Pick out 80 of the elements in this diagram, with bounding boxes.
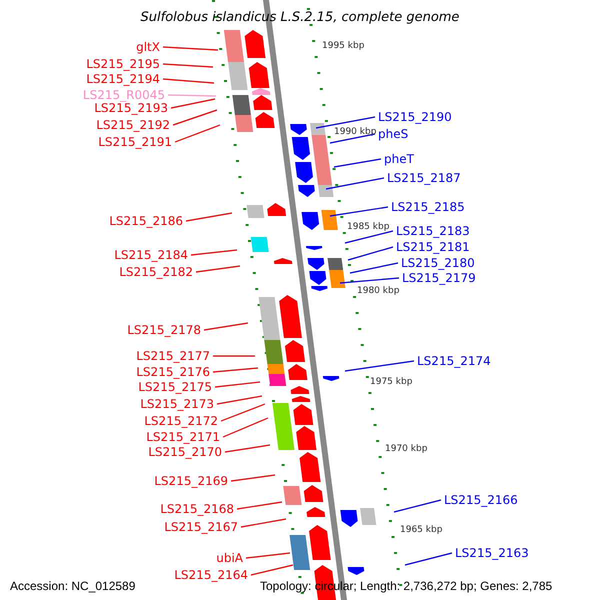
- position-label: 1985 kbp: [347, 222, 390, 232]
- position-label: 1990 kbp: [334, 127, 376, 137]
- gene-label: LS215_2191: [98, 135, 172, 149]
- leader-line: [330, 206, 388, 217]
- leader-line: [172, 109, 218, 126]
- gene-label: LS215_2173: [140, 397, 214, 411]
- title: Sulfolobus islandicus L.S.2.15, complete genome: [140, 11, 460, 25]
- leader-line: [174, 124, 220, 143]
- gene-label: LS215_2177: [136, 349, 210, 363]
- leader-line: [344, 230, 394, 244]
- leader-line: [216, 395, 262, 405]
- gene-label: LS215_2194: [86, 72, 160, 86]
- leader-line: [162, 63, 214, 68]
- leader-line: [236, 501, 282, 510]
- accession-label: Accession: NC_012589: [10, 580, 136, 593]
- gene-label: LS215_2179: [402, 271, 476, 285]
- leader-line: [224, 444, 270, 453]
- leader-line: [212, 367, 258, 373]
- gene-label: LS215_2193: [94, 101, 168, 115]
- leader-line: [334, 158, 382, 168]
- position-label: 1965 kbp: [400, 525, 442, 535]
- leader-line: [344, 360, 414, 372]
- position-label: 1970 kbp: [385, 444, 428, 454]
- gene-label: LS215_2190: [378, 110, 452, 124]
- gene-label: LS215_2195: [86, 57, 160, 71]
- gene-label: gltX: [136, 40, 160, 54]
- leader-line: [186, 212, 232, 222]
- gene-label: pheT: [384, 152, 414, 166]
- leader-line: [246, 552, 290, 559]
- leader-line: [213, 355, 255, 357]
- gene-label: LS215_2185: [391, 200, 465, 214]
- genome-info-label: Topology: circular; Length: 2,736,272 bp; Genes: 2,785: [260, 580, 552, 593]
- gene-label: LS215_2169: [154, 474, 228, 488]
- gene-label: LS215_2172: [144, 414, 218, 428]
- gene-label: LS215_2175: [138, 380, 212, 394]
- gene-label: LS215_2186: [109, 214, 183, 228]
- leader-line: [162, 46, 218, 51]
- leader-line: [196, 265, 240, 273]
- leader-line: [230, 474, 276, 482]
- gene-label: LS215_2181: [396, 240, 470, 254]
- gene-label: LS215_2192: [96, 118, 170, 132]
- leader-line: [170, 98, 216, 109]
- leader-line: [214, 381, 260, 388]
- leader-line: [404, 552, 452, 566]
- gene-label: LS215_R0045: [82, 88, 165, 102]
- leader-line: [162, 78, 214, 84]
- gene-label: pheS: [378, 127, 408, 141]
- leader-line: [316, 116, 376, 129]
- gene-label: LS215_2170: [148, 445, 222, 459]
- leader-line: [330, 133, 376, 144]
- leader-line: [340, 277, 400, 284]
- gene-label: LS215_2183: [396, 224, 470, 238]
- gene-label: LS215_2178: [127, 323, 201, 337]
- leader-line: [394, 499, 442, 513]
- leader-line: [168, 94, 216, 97]
- gene-label: LS215_2180: [401, 256, 475, 270]
- leader-line: [348, 246, 394, 261]
- gene-label: LS215_2168: [160, 502, 234, 516]
- leader-line: [220, 403, 266, 422]
- gene-label: LS215_2184: [114, 248, 188, 262]
- leader-line: [350, 262, 398, 274]
- position-label: 1975 kbp: [370, 377, 412, 387]
- gene-label: LS215_2163: [455, 546, 529, 560]
- position-label: 1980 kbp: [357, 286, 400, 296]
- leader-line: [250, 564, 294, 576]
- leader-line: [240, 518, 286, 528]
- gene-label: LS215_2164: [174, 568, 248, 582]
- gene-label: ubiA: [216, 551, 243, 565]
- leader-line: [204, 322, 248, 331]
- gene-label: LS215_2174: [417, 354, 491, 368]
- leader-line: [190, 249, 238, 256]
- gene-label: LS215_2166: [444, 493, 518, 507]
- gene-label: LS215_2187: [387, 171, 461, 185]
- gene-label: LS215_2176: [136, 365, 210, 379]
- gene-label: LS215_2182: [119, 265, 193, 279]
- leader-line: [222, 417, 268, 438]
- leader-line: [326, 177, 384, 190]
- position-label: 1995 kbp: [322, 41, 364, 51]
- gene-label: LS215_2167: [164, 520, 238, 534]
- gene-label: LS215_2171: [146, 430, 220, 444]
